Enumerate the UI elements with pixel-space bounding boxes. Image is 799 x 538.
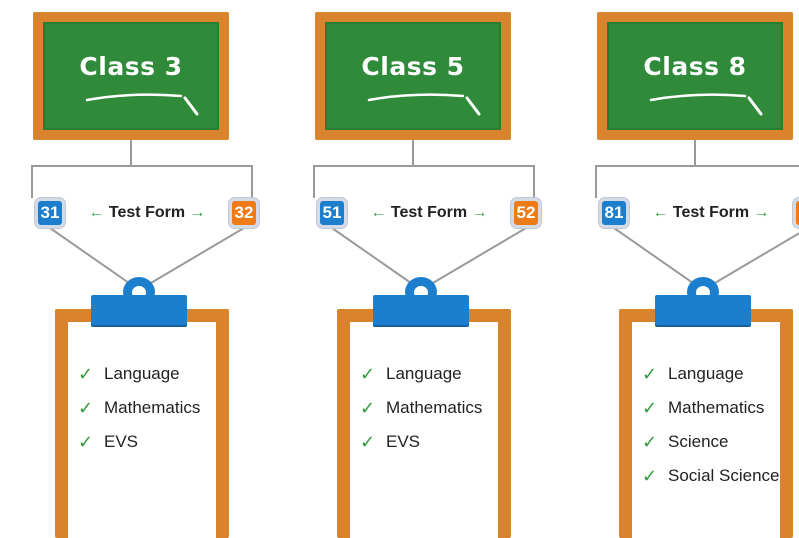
check-icon: ✓	[360, 431, 376, 452]
test-form-code-right: 32	[229, 198, 259, 228]
subject-item: ✓ EVS	[360, 425, 498, 459]
class-title: Class 8	[643, 52, 747, 81]
clipboard: ✓ Language ✓ Mathematics ✓ EVS	[55, 309, 229, 538]
chalkboard: Class 8	[597, 12, 793, 140]
check-icon: ✓	[78, 397, 94, 418]
check-icon: ✓	[642, 397, 658, 418]
test-form-label-group: ← Test Form →	[632, 204, 790, 222]
subject-label: Science	[668, 432, 729, 451]
connector-lines	[595, 140, 799, 291]
subject-item: ✓ Language	[360, 357, 498, 391]
test-form-code-right: 52	[511, 198, 541, 228]
subject-label: Language	[668, 364, 744, 383]
test-form-label-group: ← Test Form →	[350, 204, 508, 222]
check-icon: ✓	[360, 397, 376, 418]
chalkboard-surface: Class 8	[607, 22, 783, 130]
clipboard: ✓ Language ✓ Mathematics ✓ EVS	[337, 309, 511, 538]
test-form-label: Test Form	[108, 204, 186, 221]
subject-label: Mathematics	[668, 398, 765, 417]
subject-item: ✓ Language	[78, 357, 216, 391]
subject-list: ✓ Language ✓ Mathematics ✓ Science ✓ Social …	[632, 322, 780, 538]
chalkboard-surface: Class 5	[325, 22, 501, 130]
clipboard: ✓ Language ✓ Mathematics ✓ Science ✓ Social …	[619, 309, 793, 538]
clipboard-clip-icon	[655, 277, 751, 331]
test-form-code-left: 81	[599, 198, 629, 228]
subject-label: EVS	[104, 432, 139, 451]
connector-lines	[31, 140, 253, 291]
class-column-2: Class 5 51 ← Test Form → 52 ✓ Language ✓ M…	[310, 0, 541, 538]
subject-label: Mathematics	[104, 398, 201, 417]
clipboard-clip-icon	[373, 277, 469, 331]
class-column-3: Class 8 81 ← Test Form → 82 ✓ Language ✓ M…	[592, 0, 799, 538]
clip-bar	[655, 295, 751, 325]
check-icon: ✓	[642, 363, 658, 384]
class-column-1: Class 3 31 ← Test Form → 32 ✓ Language ✓ M…	[28, 0, 259, 538]
test-form-label: Test Form	[390, 204, 468, 221]
left-arrow-icon: ←	[652, 204, 669, 221]
chalk-underline	[367, 93, 481, 116]
check-icon: ✓	[78, 363, 94, 384]
chalk-underline	[85, 93, 199, 116]
subject-item: ✓ Social Science	[642, 459, 780, 493]
subject-item: ✓ Language	[642, 357, 780, 391]
test-form-label-group: ← Test Form →	[68, 204, 226, 222]
test-form-label: Test Form	[672, 204, 750, 221]
chalkboard-surface: Class 3	[43, 22, 219, 130]
subject-label: Social Science	[668, 466, 780, 485]
subject-label: Language	[104, 364, 180, 383]
subject-label: Language	[386, 364, 462, 383]
chalkboard: Class 3	[33, 12, 229, 140]
class-title: Class 3	[79, 52, 183, 81]
test-form-code-left: 51	[317, 198, 347, 228]
left-arrow-icon: ←	[370, 204, 387, 221]
connector-lines	[313, 140, 535, 291]
clip-bar	[373, 295, 469, 325]
subject-item: ✓ Mathematics	[642, 391, 780, 425]
test-form-code-left: 31	[35, 198, 65, 228]
subject-list: ✓ Language ✓ Mathematics ✓ EVS	[350, 322, 498, 538]
check-icon: ✓	[360, 363, 376, 384]
left-arrow-icon: ←	[88, 204, 105, 221]
subject-item: ✓ Science	[642, 425, 780, 459]
subject-item: ✓ Mathematics	[360, 391, 498, 425]
test-form-code-right: 82	[793, 198, 799, 228]
clipboard-clip-icon	[91, 277, 187, 331]
subject-item: ✓ EVS	[78, 425, 216, 459]
check-icon: ✓	[642, 465, 658, 486]
class-title: Class 5	[361, 52, 465, 81]
check-icon: ✓	[642, 431, 658, 452]
chalkboard: Class 5	[315, 12, 511, 140]
clip-bar	[91, 295, 187, 325]
subject-list: ✓ Language ✓ Mathematics ✓ EVS	[68, 322, 216, 538]
subject-label: Mathematics	[386, 398, 483, 417]
right-arrow-icon: →	[189, 204, 206, 221]
right-arrow-icon: →	[753, 204, 770, 221]
check-icon: ✓	[78, 431, 94, 452]
chalk-underline	[649, 93, 763, 116]
subject-label: EVS	[386, 432, 421, 451]
right-arrow-icon: →	[471, 204, 488, 221]
subject-item: ✓ Mathematics	[78, 391, 216, 425]
